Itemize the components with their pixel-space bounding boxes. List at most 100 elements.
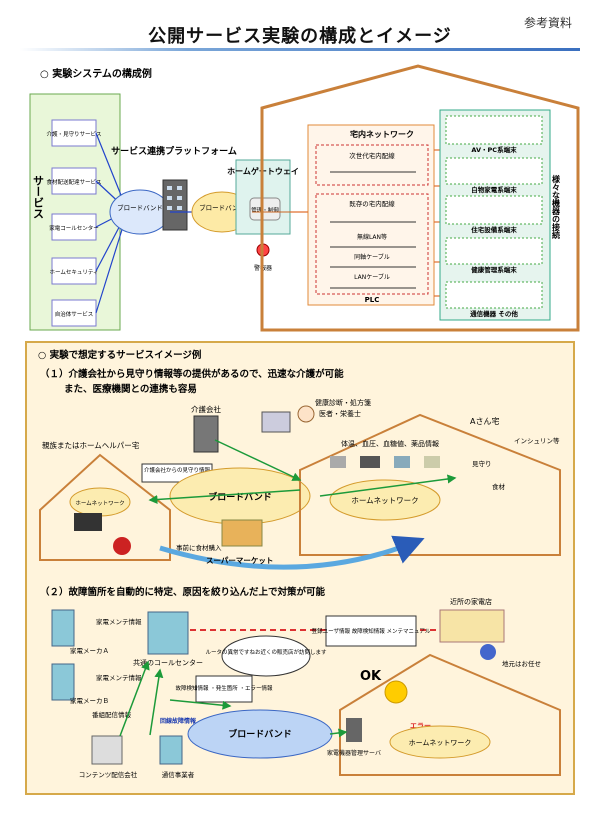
operator-bubble (221, 635, 311, 677)
section1-devices-2: 住宅設備系端末 (471, 225, 517, 234)
mgmt-server (249, 197, 281, 221)
supermarket-building (221, 519, 263, 547)
case2-flows (119, 660, 348, 738)
section1-mgmt: 管理・制御 (251, 206, 279, 214)
section2-insulin: インシュリン等 (514, 436, 560, 445)
section2-fault_net: 回線故障情報 (160, 717, 197, 725)
home-network-label: 宅内ネットワーク (350, 129, 414, 139)
section2-medical: 健康診断・処方箋 (315, 398, 371, 407)
section2-home_network: ホームネットワーク (351, 496, 418, 505)
technician-icon (480, 644, 496, 660)
delivery-arrow (159, 535, 425, 570)
page-title: 公開サービス実験の構成とイメージ (148, 26, 452, 47)
existing-wiring (315, 193, 429, 295)
section1-broadband2: ブロードバンド (199, 203, 245, 212)
doctor-icon (297, 405, 315, 423)
case1-line2: また、医療機関との連携も容易 (64, 383, 197, 395)
section1-lan: LANケーブル (354, 273, 390, 281)
section2-vitals: 体温、血圧、血糖値、薬品情報 (341, 439, 439, 448)
section1-services-4: 自治体サービス (55, 310, 94, 318)
vitals-devices (330, 456, 440, 468)
section1-devices-4: 通信機器 その他 (470, 309, 518, 318)
home-network-panel (307, 124, 435, 306)
section1-devices-1: 白物家電系端末 (471, 185, 517, 194)
broadband-cloud-1 (109, 189, 171, 235)
section2-bubble: ルータの異常ですねお近くの販売店が訪問します (205, 648, 327, 656)
section1-devices-0: AV・PC系端末 (471, 145, 517, 154)
section2-relatives: 親族またはホームヘルパー宅 (42, 440, 140, 450)
section2-broadband2: ブロードバンド (228, 728, 291, 740)
wiring-lines (330, 221, 416, 289)
section2-fault: 故障検知情報 ・発生箇所 ・エラー情報 (176, 684, 273, 692)
medical-pc (261, 411, 291, 433)
platform-building (162, 179, 188, 231)
services-label: サービス (32, 175, 45, 219)
service-food (51, 167, 97, 195)
section2-call_center: 共通のコールセンター (133, 658, 203, 667)
scooter-icon (113, 537, 131, 555)
section2-content_info: 番組配信情報 (92, 710, 132, 719)
section1-services-3: ホームセキュリティ (49, 269, 98, 276)
case1-line1: （１）介護会社から見守り情報等の提供があるので、迅速な介護が可能 (40, 368, 344, 380)
service-list: 介護・見守りサービス 食材配送配達サービス 家電コールセンター ホームセキュリテ… (46, 119, 102, 327)
service-care (51, 119, 97, 147)
relatives-house (39, 453, 171, 561)
shop-building (439, 609, 505, 643)
section2-error: エラー (410, 722, 431, 730)
ok-label: OK (360, 669, 382, 684)
building-windows (167, 186, 182, 210)
service-callcenter (51, 213, 97, 241)
section2-server: 家電機器管理サーバ (327, 749, 381, 757)
content-company-building (91, 735, 123, 765)
a-home-network-cloud (329, 479, 441, 521)
next-gen-wiring (315, 144, 429, 186)
section1-plc: PLC (365, 296, 380, 304)
section2-maker_a_info: 家電メンテ情報 (96, 617, 142, 626)
section2-supermarket: スーパーマーケット (206, 555, 273, 565)
section1-devices-3: 健康管理系端末 (471, 265, 517, 274)
device-list: AV・PC系端末 白物家電系端末 住宅設備系端末 健康管理系端末 通信機器 その… (445, 115, 543, 318)
section1-heading: ○ 実験システムの構成例 (40, 67, 152, 80)
section2-broadband: ブロードバンド (208, 491, 271, 503)
section2-medical2: 医者・栄養士 (319, 409, 361, 418)
section2-home_network2: ホームネットワーク (409, 739, 472, 747)
section2-maker_a: 家電メーカＡ (70, 646, 109, 655)
section2-watch: 見守り (472, 459, 492, 468)
section1-services-0: 介護・見守りサービス (46, 130, 101, 138)
care-company-building (193, 415, 219, 453)
section2-content_co: コンテンツ配信会社 (79, 770, 138, 779)
section2-registered: 登録ユーザ情報 故障検知情報 メンテマニュアル (312, 627, 431, 635)
section1-existing: 既存の宅内配線 (349, 199, 395, 208)
section1-services-2: 家電コールセンター (49, 224, 99, 232)
server-icon (346, 718, 362, 742)
section2-local: 地元はお任せ (502, 659, 541, 668)
platform-label: サービス連携プラットフォーム (111, 145, 237, 157)
section2-shop: 近所の家電店 (450, 597, 492, 606)
section1-wireless: 無線LAN等 (357, 233, 387, 241)
section2-delivery: 事前に食材購入 (176, 543, 222, 552)
section2-heading: ○ 実験で想定するサービスイメージ例 (38, 349, 201, 361)
smiley-icon (384, 680, 408, 704)
title-divider (20, 48, 580, 51)
case1-flows (148, 439, 457, 504)
section2-a_home: Aさん宅 (470, 416, 499, 426)
registered-info-box (325, 615, 417, 647)
user-home-network-cloud (389, 725, 491, 759)
tv-icon (74, 513, 102, 531)
maker-b-building (51, 663, 75, 701)
various-devices-label: 様々な機器の接続 (551, 174, 561, 240)
section2-care_company: 介護会社 (191, 404, 221, 414)
section2-watch_info: 介護会社からの見守り情報 (144, 466, 211, 474)
section2-maker_b_info: 家電メンテ情報 (96, 673, 142, 682)
call-center-building (147, 611, 189, 655)
user-house (339, 653, 561, 776)
service-security (51, 257, 97, 285)
section1-broadband: ブロードバンド (117, 203, 163, 212)
section2-food: 食材 (492, 482, 506, 491)
section1-services-1: 食材配送配達サービス (46, 178, 101, 186)
house-outline (260, 64, 580, 332)
section2-carrier: 通信事業者 (162, 770, 195, 779)
reference-label: 参考資料 (523, 16, 572, 30)
case2-heading: （２）故障箇所を自動的に特定、原因を絞り込んだ上で対策が可能 (40, 586, 326, 598)
